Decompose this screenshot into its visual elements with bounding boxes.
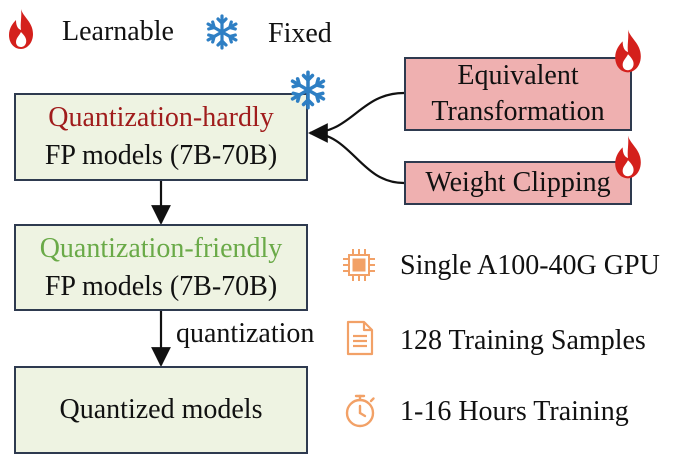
legend-fixed-label: Fixed — [268, 18, 332, 49]
friendly-model-title: Quantization-friendly — [39, 232, 283, 264]
hardly-model-title: Quantization-hardly — [48, 102, 274, 133]
hours-info-text: 1-16 Hours Training — [400, 396, 629, 427]
weight-clipping-box: Weight Clipping — [404, 161, 632, 205]
weight-clipping-connector — [309, 131, 405, 185]
equivalent-transformation-line2: Transformation — [431, 96, 605, 127]
equivalent-transformation-line1: Equivalent — [457, 60, 579, 91]
snowflake-icon — [206, 14, 238, 50]
flame-icon — [9, 9, 33, 49]
hardly-model-box: Quantization-hardly FP models (7B-70B) — [14, 93, 308, 181]
flame-icon — [615, 135, 641, 179]
chip-icon — [343, 249, 375, 281]
document-icon — [346, 320, 374, 356]
samples-info-text: 128 Training Samples — [400, 325, 646, 356]
snowflake-icon — [290, 70, 326, 110]
friendly-model-subtitle: FP models (7B-70B) — [44, 270, 278, 302]
weight-clipping-label: Weight Clipping — [425, 167, 611, 198]
legend-learnable-label: Learnable — [62, 16, 174, 47]
equivalent-transformation-box: Equivalent Transformation — [404, 57, 632, 131]
quantized-model-box: Quantized models — [14, 366, 308, 454]
gpu-info-text: Single A100-40G GPU — [400, 250, 660, 281]
flame-icon — [615, 29, 641, 73]
hardly-model-subtitle: FP models (7B-70B) — [44, 140, 278, 171]
stopwatch-icon — [345, 394, 375, 428]
quantized-model-label: Quantized models — [59, 394, 263, 425]
quantization-edge-label: quantization — [176, 318, 315, 349]
friendly-model-box: Quantization-friendly FP models (7B-70B) — [14, 224, 308, 311]
